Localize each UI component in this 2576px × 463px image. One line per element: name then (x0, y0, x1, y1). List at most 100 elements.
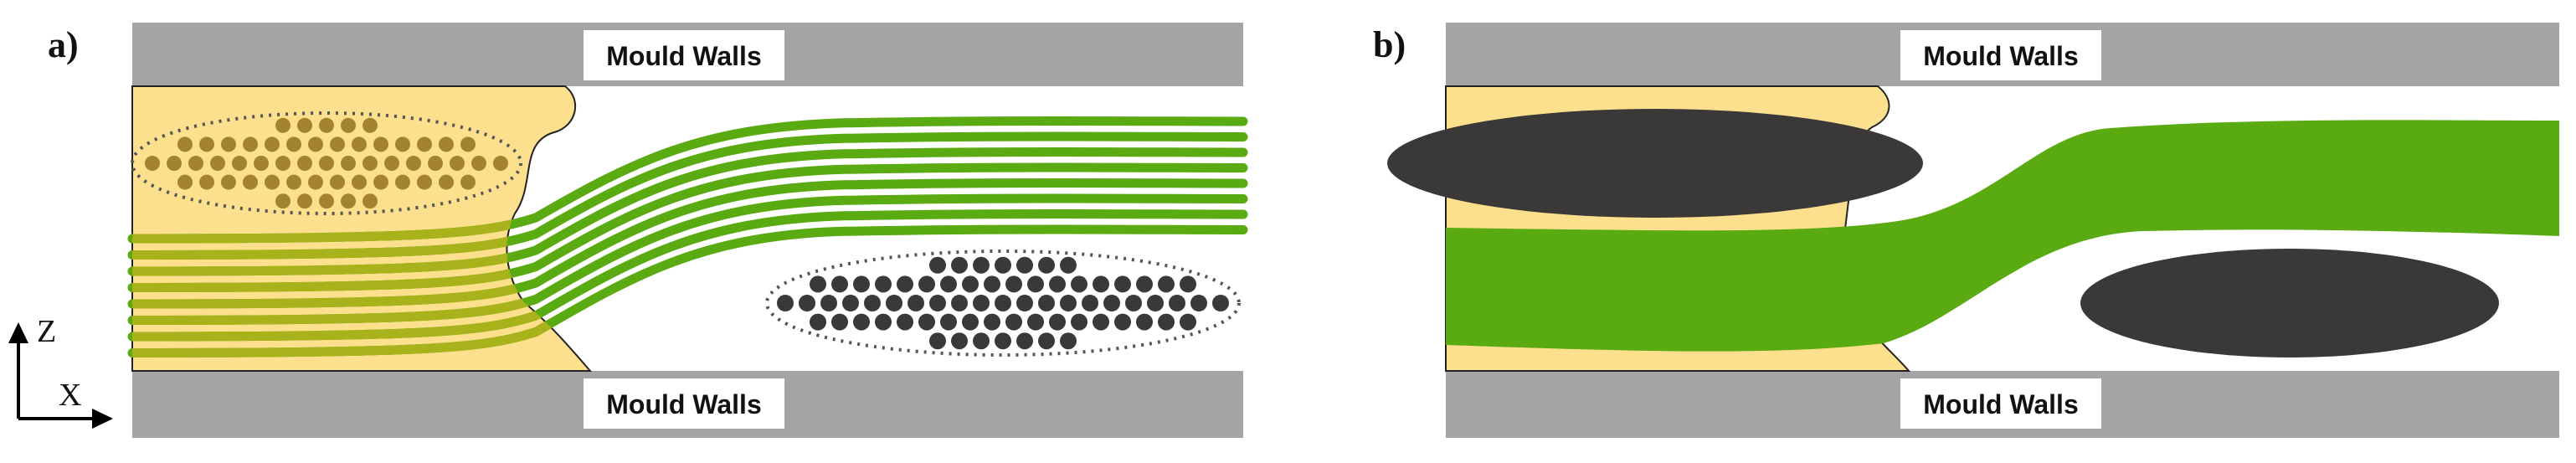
particle (254, 156, 269, 171)
particle (145, 156, 160, 171)
particle (853, 313, 870, 331)
particle (177, 174, 193, 190)
particle (864, 295, 881, 311)
particle (417, 174, 432, 190)
particle-cluster-outline (765, 250, 1241, 357)
particle (275, 193, 291, 209)
particle (199, 174, 214, 190)
particle (1038, 332, 1055, 350)
axes-indicator (8, 322, 113, 429)
particle (886, 295, 902, 311)
particle (842, 295, 859, 311)
particle (995, 332, 1011, 350)
particle (918, 313, 935, 331)
particle (450, 156, 465, 171)
particle (428, 156, 443, 171)
particle (243, 174, 258, 190)
particle (330, 174, 345, 190)
particle (897, 275, 913, 293)
particle (384, 156, 399, 171)
particle (330, 136, 345, 152)
particle (199, 136, 214, 152)
particle (777, 295, 794, 311)
particle (1125, 295, 1142, 311)
particle (929, 295, 946, 311)
particle (1093, 275, 1109, 293)
particle (1190, 295, 1207, 311)
particle (1212, 295, 1229, 311)
axis-label-z: Z (37, 314, 56, 349)
particle (1005, 275, 1022, 293)
fibre-tow-wetted (132, 116, 590, 244)
particle (177, 136, 193, 152)
particle (799, 295, 815, 311)
particle (1060, 256, 1077, 274)
particle (417, 136, 432, 152)
particle (1016, 332, 1033, 350)
particle (1103, 295, 1120, 311)
particle (319, 193, 334, 209)
particle (341, 193, 356, 209)
fibre-tow-wetted (132, 224, 590, 358)
particle (232, 156, 247, 171)
particle (1060, 332, 1077, 350)
particle (362, 117, 378, 133)
particle (275, 156, 291, 171)
particle (940, 313, 957, 331)
bottom-wall-label: Mould Walls (1923, 389, 2078, 419)
fibre-tows (127, 116, 1248, 358)
resin-flow-front (131, 85, 593, 372)
particle (362, 193, 378, 209)
particle (897, 313, 913, 331)
particle-aggregate-lower (2080, 249, 2499, 358)
particle (308, 136, 323, 152)
particle (341, 156, 356, 171)
panel-label-b: b) (1373, 24, 1406, 65)
particle (395, 174, 410, 190)
particle (820, 295, 837, 311)
particle (1005, 313, 1022, 331)
particle (221, 136, 236, 152)
particle (352, 136, 367, 152)
fibre-band (1446, 120, 2559, 352)
particle (984, 313, 1000, 331)
particle (918, 275, 935, 293)
particle (951, 295, 968, 311)
particle (1136, 313, 1153, 331)
particle (995, 256, 1011, 274)
fibre-tow-wetted (132, 178, 590, 309)
wall-label-box (1900, 378, 2101, 429)
particle (373, 136, 388, 152)
particle (1147, 295, 1164, 311)
particle (265, 174, 280, 190)
particle (1136, 275, 1153, 293)
particle (1180, 313, 1196, 331)
particle (1114, 275, 1131, 293)
fibre-tow-wetted (132, 147, 590, 276)
particle (167, 156, 182, 171)
particle (362, 156, 378, 171)
fibre-tow-wetted (132, 162, 590, 292)
particle (1158, 275, 1175, 293)
particle (1180, 275, 1196, 293)
top-wall-label: Mould Walls (606, 41, 761, 71)
axis-label-x: X (59, 378, 81, 413)
particle (188, 156, 203, 171)
particle (831, 313, 848, 331)
particle (341, 117, 356, 133)
fibre-tow-wetted (132, 209, 590, 342)
particle (831, 275, 848, 293)
particle (1060, 295, 1077, 311)
particle (439, 136, 454, 152)
particle (875, 275, 892, 293)
particle (951, 256, 968, 274)
top-wall-label: Mould Walls (1923, 41, 2078, 71)
particle (308, 174, 323, 190)
particle (810, 313, 826, 331)
particle (1082, 295, 1098, 311)
particle (1158, 313, 1175, 331)
particle (406, 156, 421, 171)
particle-aggregate-upper (1387, 109, 1923, 218)
wall-label-box (584, 30, 784, 80)
